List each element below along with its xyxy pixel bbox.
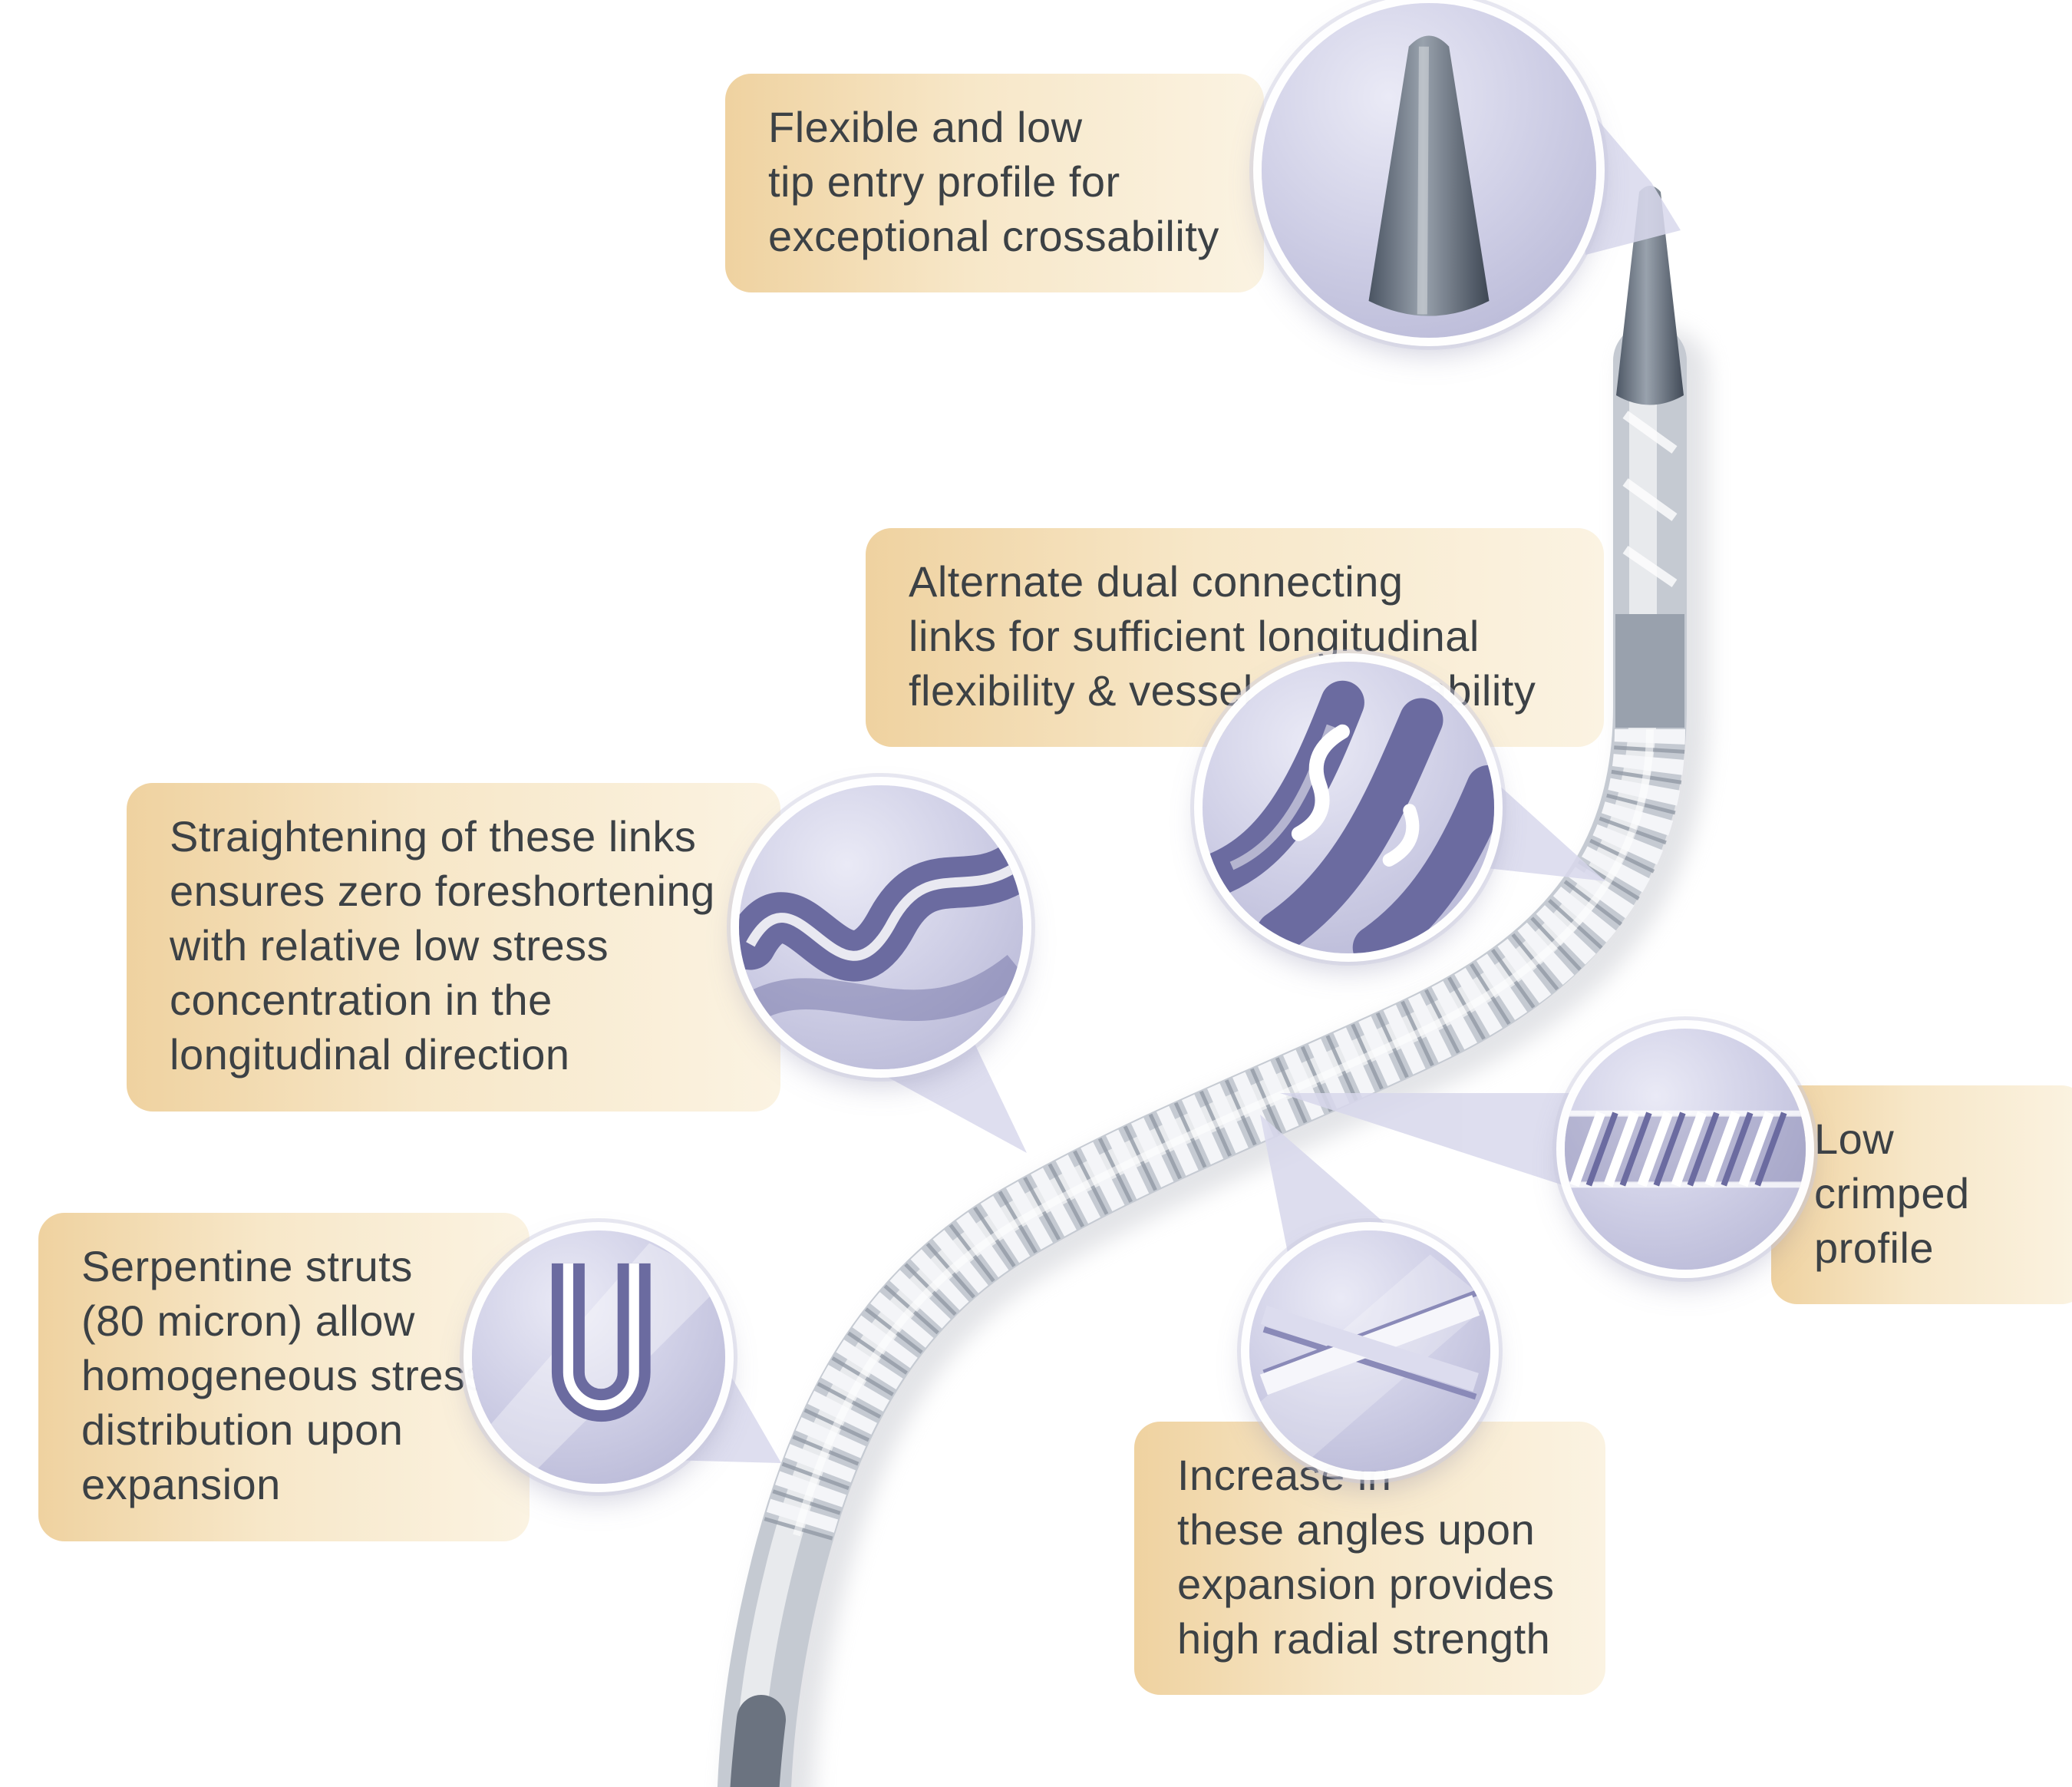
callout-serpentine-struts-text: Serpentine struts (80 micron) allow homo… <box>81 1242 487 1509</box>
callout-zero-foreshortening-text: Straightening of these links ensures zer… <box>170 812 715 1079</box>
inset-strut-angles <box>1249 1230 1490 1472</box>
inset-link-straightening <box>739 785 1023 1069</box>
callout-serpentine-struts: Serpentine struts (80 micron) allow homo… <box>38 1213 530 1541</box>
tip-pointer-wedge <box>1579 98 1681 255</box>
catheter-tip <box>1616 186 1684 405</box>
magnified-catheter-tip-icon <box>1368 35 1490 316</box>
shaft-streaks <box>1622 411 1678 587</box>
links-pointer-wedge <box>1464 754 1605 881</box>
magnified-serpentine-strut-icon <box>472 1243 725 1484</box>
callout-zero-foreshortening: Straightening of these links ensures zer… <box>127 783 780 1112</box>
angles-pointer-wedge <box>1260 1115 1426 1268</box>
inset-crimped-profile <box>1565 1029 1806 1270</box>
callout-tip-entry: Flexible and low tip entry profile for e… <box>725 74 1264 293</box>
callout-low-crimped-profile-text: Low crimped profile <box>1814 1115 1970 1273</box>
callout-low-crimped-profile: Low crimped profile <box>1771 1085 2072 1305</box>
crimped-pointer-wedge <box>1280 1093 1605 1199</box>
callout-tip-entry-text: Flexible and low tip entry profile for e… <box>768 103 1219 261</box>
magnified-link-strut-icon <box>739 842 1023 1026</box>
callout-connecting-links: Alternate dual connecting links for suff… <box>866 528 1604 748</box>
inset-serpentine-strut <box>472 1230 725 1484</box>
magnified-strut-angles-icon <box>1249 1254 1490 1460</box>
magnified-crimped-profile-icon <box>1565 1110 1806 1188</box>
stent-mesh-centerline <box>793 728 1654 1537</box>
callout-radial-strength-text: Increase in these angles upon expansion … <box>1177 1451 1555 1663</box>
callout-connecting-links-text: Alternate dual connecting links for suff… <box>909 557 1536 715</box>
catheter-sheen <box>733 342 1657 1787</box>
distal-marker-band <box>730 1695 786 1787</box>
inset-connecting-links <box>1203 662 1494 953</box>
inset-tip-entry <box>1262 3 1596 338</box>
magnified-dual-links-icon <box>1203 680 1494 953</box>
callout-radial-strength: Increase in these angles upon expansion … <box>1134 1422 1605 1696</box>
